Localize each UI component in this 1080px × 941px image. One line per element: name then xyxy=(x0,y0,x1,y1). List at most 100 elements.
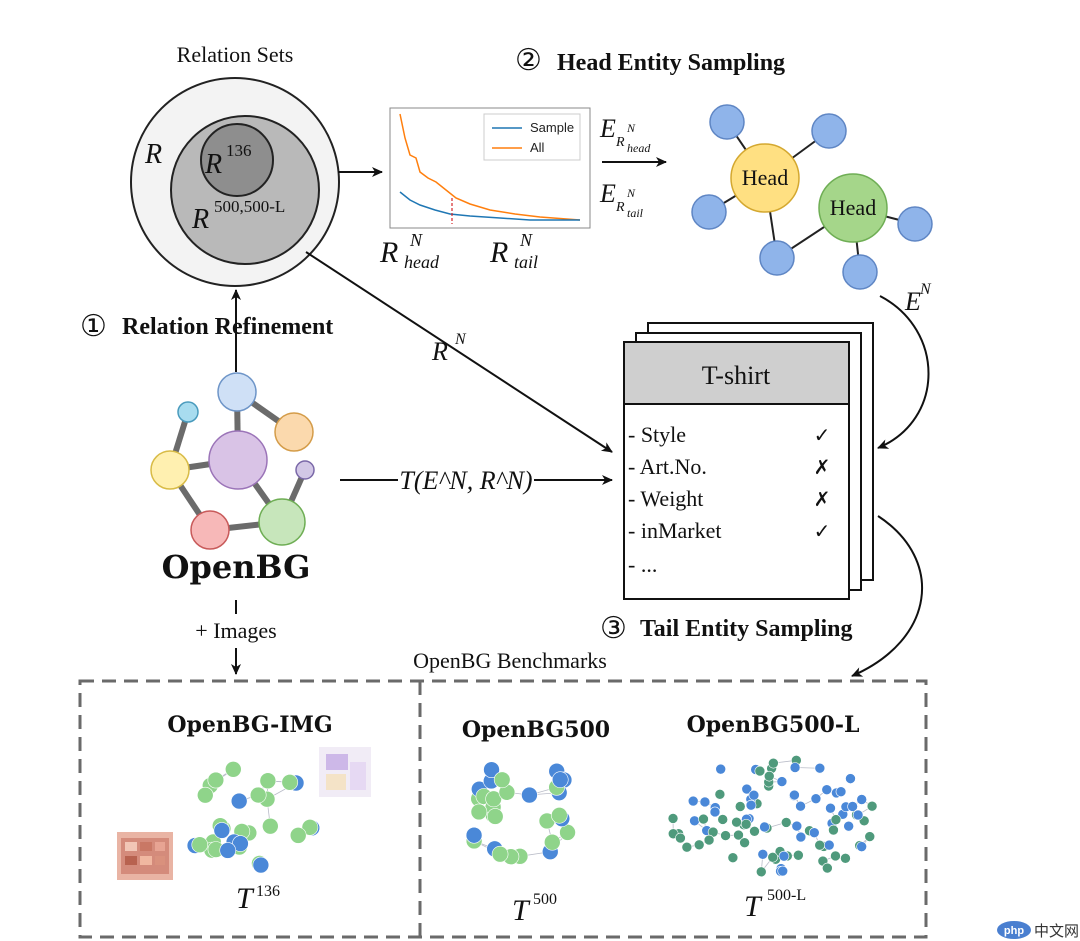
tail-relation-sub: tail xyxy=(514,252,538,272)
graph-node xyxy=(835,786,847,797)
middle-relation-sup: 500,500-L xyxy=(214,197,285,216)
graph-node xyxy=(219,842,237,859)
graph-node xyxy=(821,784,833,795)
inner-relation-sup: 136 xyxy=(226,141,252,160)
card-row-mark: ✓ xyxy=(814,423,831,447)
graph-node xyxy=(224,760,242,778)
middle-relation-base: R xyxy=(191,204,209,235)
distribution-plot xyxy=(389,107,591,229)
graph-node xyxy=(485,790,502,808)
benchmark-img-sup: 136 xyxy=(256,883,280,900)
graph-node xyxy=(748,789,760,801)
graph-node xyxy=(856,841,867,852)
graph-node xyxy=(754,765,766,777)
graph-node xyxy=(709,806,721,818)
graph-node xyxy=(808,827,820,838)
graph-node xyxy=(814,762,826,774)
entity-tail-base: E xyxy=(599,179,616,208)
tail-relation-sup: N xyxy=(519,230,533,250)
graph-node xyxy=(470,803,488,821)
benchmark-img-name: OpenBG-IMG xyxy=(167,712,332,738)
product-image-box xyxy=(319,747,371,797)
entity-head-base: E xyxy=(599,114,616,143)
graph-node xyxy=(687,795,699,807)
graph-node xyxy=(232,835,249,852)
step2-number: ② xyxy=(515,44,542,77)
step3-number: ③ xyxy=(600,612,627,645)
openbg-name: OpenBG xyxy=(162,548,311,586)
head-entity-graph xyxy=(691,104,933,290)
entity-tail-sub-sup: N xyxy=(626,186,636,200)
graph-node xyxy=(763,770,775,782)
card-row-mark: ✗ xyxy=(814,487,831,511)
benchmark-500l-graph xyxy=(667,755,878,878)
graph-node xyxy=(755,866,767,878)
graph-node xyxy=(757,849,769,860)
graph-node xyxy=(852,809,864,821)
graph-node xyxy=(847,801,858,812)
graph-node xyxy=(733,829,744,841)
graph-node xyxy=(196,786,214,804)
step3-label: Tail Entity Sampling xyxy=(640,616,853,642)
graph-node xyxy=(207,771,225,789)
relation-n-base: R xyxy=(431,337,448,366)
graph-node xyxy=(823,839,835,851)
graph-node xyxy=(740,818,752,830)
graph-node xyxy=(213,822,231,839)
benchmark-500l-sup: 500-L xyxy=(767,887,806,904)
card-row-label: - ... xyxy=(628,552,657,577)
images-label: + Images xyxy=(195,618,276,643)
entity-head-sub-base: R xyxy=(615,135,625,150)
graph-node xyxy=(703,834,715,846)
graph-node xyxy=(667,813,679,824)
graph-node xyxy=(866,800,878,812)
benchmark-500l-name: OpenBG500-L xyxy=(687,712,860,738)
card-row-label: - Style xyxy=(628,422,686,447)
graph-node xyxy=(249,786,267,804)
graph-node xyxy=(828,824,839,836)
graph-node xyxy=(768,757,779,769)
inner-relation-base: R xyxy=(204,149,222,180)
graph-node xyxy=(699,796,711,808)
graph-node xyxy=(720,830,731,841)
relation-n-sup: N xyxy=(454,331,467,348)
graph-node xyxy=(301,819,319,836)
graph-node xyxy=(741,783,753,795)
graph-node xyxy=(777,865,789,877)
product-image-palette xyxy=(117,832,173,880)
step1-number: ① xyxy=(80,310,107,343)
graph-node xyxy=(830,814,842,825)
graph-node xyxy=(465,826,483,844)
graph-node xyxy=(259,772,277,790)
entity-tail-sub-sub: tail xyxy=(627,206,644,220)
benchmark-500l-symbol: T xyxy=(744,890,763,923)
entity-tail-sub-base: R xyxy=(615,200,625,215)
graph-node xyxy=(491,845,509,863)
graph-node xyxy=(289,827,307,844)
graph-node xyxy=(693,839,705,851)
graph-node xyxy=(551,806,568,824)
graph-node xyxy=(793,849,804,861)
relation-sets-title: Relation Sets xyxy=(177,42,294,67)
arrow-card-to-benchmarks xyxy=(851,515,924,677)
graph-node xyxy=(252,856,270,874)
graph-node xyxy=(486,808,504,825)
triple-label: T(E^N, R^N) xyxy=(399,466,532,495)
graph-node xyxy=(780,817,792,828)
graph-node xyxy=(795,800,806,812)
card-row-label: - Weight xyxy=(628,486,703,511)
graph-node xyxy=(739,837,750,848)
graph-node xyxy=(717,814,729,825)
card-row-label: - Art.No. xyxy=(628,454,707,479)
head-node-yellow: Head xyxy=(742,165,788,190)
graph-node xyxy=(191,836,209,853)
legend-sample: Sample xyxy=(530,120,574,135)
graph-node xyxy=(727,852,739,864)
graph-node xyxy=(675,832,686,844)
graph-node xyxy=(230,792,248,810)
relation-sets-venn xyxy=(130,77,340,287)
head-relation-sub: head xyxy=(404,252,440,272)
graph-node xyxy=(856,794,868,805)
watermark: php 中文网 xyxy=(997,921,1079,940)
